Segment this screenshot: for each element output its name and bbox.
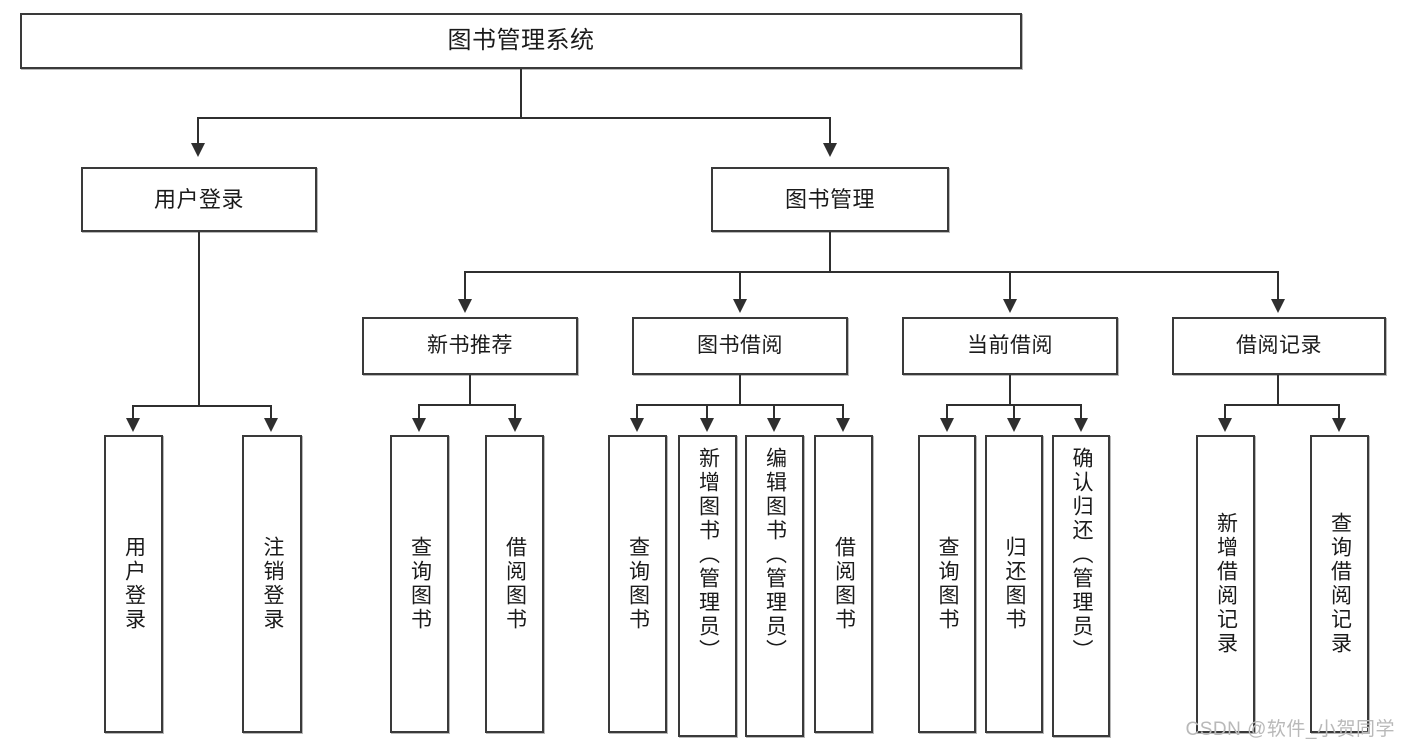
node-label: 确认归还（管理员） — [1070, 447, 1094, 663]
leaf-query-book-newbook[interactable]: 查询图书 — [390, 435, 449, 733]
node-label: 新增借阅记录 — [1214, 512, 1238, 656]
node-label: 借阅图书 — [503, 536, 527, 632]
leaf-query-book-borrow[interactable]: 查询图书 — [608, 435, 667, 733]
arrow-leaf-return-book — [1007, 418, 1021, 432]
arrow-leaf-add-book — [700, 418, 714, 432]
edge-new-book-bus — [418, 404, 516, 406]
arrow-leaf-query-book-2 — [630, 418, 644, 432]
leaf-borrow-book-borrow[interactable]: 借阅图书 — [814, 435, 873, 733]
arrow-leaf-logout — [264, 418, 278, 432]
leaf-user-login[interactable]: 用户登录 — [104, 435, 163, 733]
edge-user-login-drop-1 — [132, 405, 134, 419]
edge-level3-drop-3 — [1009, 271, 1011, 301]
edge-level2-bus — [197, 117, 831, 119]
node-label: 图书借阅 — [697, 333, 783, 357]
edge-borrow-record-drop-1 — [1224, 404, 1226, 419]
arrow-borrow-record — [1271, 299, 1285, 313]
edge-current-borrow-stem — [1009, 375, 1011, 405]
edge-book-borrow-drop-2 — [706, 404, 708, 419]
node-label: 图书管理系统 — [447, 27, 595, 54]
node-label: 注销登录 — [261, 536, 285, 632]
edge-book-borrow-drop-3 — [773, 404, 775, 419]
node-current-borrow[interactable]: 当前借阅 — [902, 317, 1118, 375]
leaf-edit-book-admin[interactable]: 编辑图书（管理员） — [745, 435, 804, 737]
node-label: 查询借阅记录 — [1328, 512, 1352, 656]
leaf-add-borrow-record[interactable]: 新增借阅记录 — [1196, 435, 1255, 733]
node-label: 借阅图书 — [832, 536, 856, 632]
node-new-book-recommend[interactable]: 新书推荐 — [362, 317, 578, 375]
edge-book-borrow-drop-4 — [842, 404, 844, 419]
node-root-system[interactable]: 图书管理系统 — [20, 13, 1022, 69]
node-book-borrow[interactable]: 图书借阅 — [632, 317, 848, 375]
arrow-leaf-add-record — [1218, 418, 1232, 432]
leaf-borrow-book-newbook[interactable]: 借阅图书 — [485, 435, 544, 733]
node-label: 用户登录 — [153, 186, 244, 212]
arrow-leaf-confirm-return — [1074, 418, 1088, 432]
leaf-add-book-admin[interactable]: 新增图书（管理员） — [678, 435, 737, 737]
leaf-query-book-current[interactable]: 查询图书 — [918, 435, 976, 733]
edge-book-borrow-drop-1 — [636, 404, 638, 419]
node-label: 查询图书 — [626, 536, 650, 632]
node-label: 查询图书 — [408, 536, 432, 632]
edge-level3-drop-2 — [739, 271, 741, 301]
edge-level3-bus — [464, 271, 1278, 273]
arrow-leaf-query-record — [1332, 418, 1346, 432]
edge-level3-drop-4 — [1277, 271, 1279, 301]
arrow-user-login — [191, 143, 205, 157]
node-book-management[interactable]: 图书管理 — [711, 167, 949, 232]
node-user-login[interactable]: 用户登录 — [81, 167, 317, 232]
edge-new-book-drop-2 — [514, 404, 516, 419]
leaf-logout[interactable]: 注销登录 — [242, 435, 302, 733]
node-label: 查询图书 — [936, 536, 960, 632]
edge-new-book-drop-1 — [418, 404, 420, 419]
arrow-leaf-edit-book — [767, 418, 781, 432]
arrow-book-manage — [823, 143, 837, 157]
leaf-return-book[interactable]: 归还图书 — [985, 435, 1043, 733]
arrow-new-book — [458, 299, 472, 313]
edge-level3-drop-1 — [464, 271, 466, 301]
edge-drop-user-login — [197, 117, 199, 145]
arrow-leaf-query-book-3 — [940, 418, 954, 432]
edge-current-borrow-drop-3 — [1080, 404, 1082, 419]
arrow-leaf-user-login — [126, 418, 140, 432]
edge-borrow-record-stem — [1277, 375, 1279, 405]
edge-book-manage-stem — [829, 232, 831, 273]
edge-book-borrow-bus — [636, 404, 844, 406]
node-label: 借阅记录 — [1236, 333, 1322, 357]
node-label: 归还图书 — [1003, 536, 1027, 632]
node-label: 图书管理 — [784, 186, 875, 212]
edge-borrow-record-drop-2 — [1338, 404, 1340, 419]
arrow-book-borrow — [733, 299, 747, 313]
arrow-leaf-borrow-book-1 — [508, 418, 522, 432]
edge-user-login-drop-2 — [270, 405, 272, 419]
arrow-current-borrow — [1003, 299, 1017, 313]
node-label: 用户登录 — [122, 536, 146, 632]
node-label: 编辑图书（管理员） — [763, 447, 787, 663]
leaf-confirm-return-admin[interactable]: 确认归还（管理员） — [1052, 435, 1110, 737]
arrow-leaf-borrow-book-2 — [836, 418, 850, 432]
leaf-query-borrow-record[interactable]: 查询借阅记录 — [1310, 435, 1369, 733]
edge-drop-book-manage — [829, 117, 831, 145]
node-label: 当前借阅 — [967, 333, 1053, 357]
node-label: 新书推荐 — [427, 333, 513, 357]
edge-root-stem — [520, 69, 522, 118]
node-borrow-record[interactable]: 借阅记录 — [1172, 317, 1386, 375]
arrow-leaf-query-book-1 — [412, 418, 426, 432]
edge-book-borrow-stem — [739, 375, 741, 405]
edge-new-book-stem — [469, 375, 471, 405]
edge-user-login-bus — [132, 405, 270, 407]
edge-borrow-record-bus — [1224, 404, 1340, 406]
node-label: 新增图书（管理员） — [696, 447, 720, 663]
edge-current-borrow-drop-2 — [1013, 404, 1015, 419]
edge-current-borrow-drop-1 — [946, 404, 948, 419]
edge-user-login-stem — [198, 232, 200, 407]
